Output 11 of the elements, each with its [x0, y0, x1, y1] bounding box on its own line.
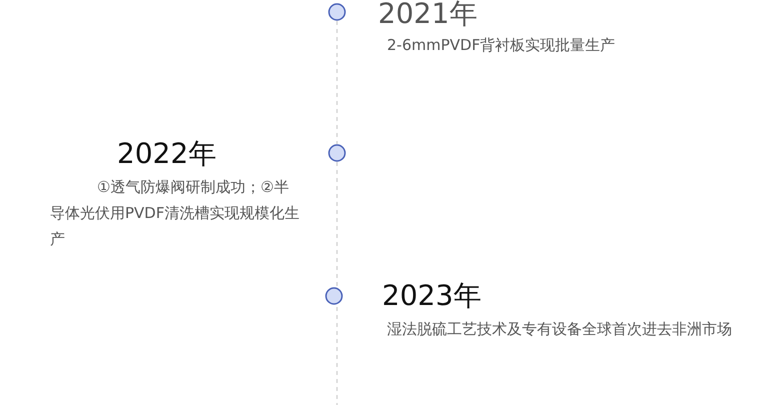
year-heading: 2022年 [117, 138, 218, 170]
timeline-dot [328, 144, 346, 162]
milestone-description: ①透气防爆阀研制成功；②半导体光伏用PVDF清洗槽实现规模化生产 [50, 177, 300, 250]
timeline-connector [336, 162, 338, 288]
milestone-description: 湿法脱硫工艺技术及专有设备全球首次进去非洲市场 [387, 319, 733, 340]
year-heading: 2021年 [378, 0, 478, 30]
timeline-dot [325, 287, 343, 305]
timeline-dot [328, 3, 346, 21]
milestone-description: 2-6mmPVDF背衬板实现批量生产 [387, 35, 616, 56]
timeline-connector [336, 20, 338, 144]
year-heading: 2023年 [382, 280, 482, 312]
